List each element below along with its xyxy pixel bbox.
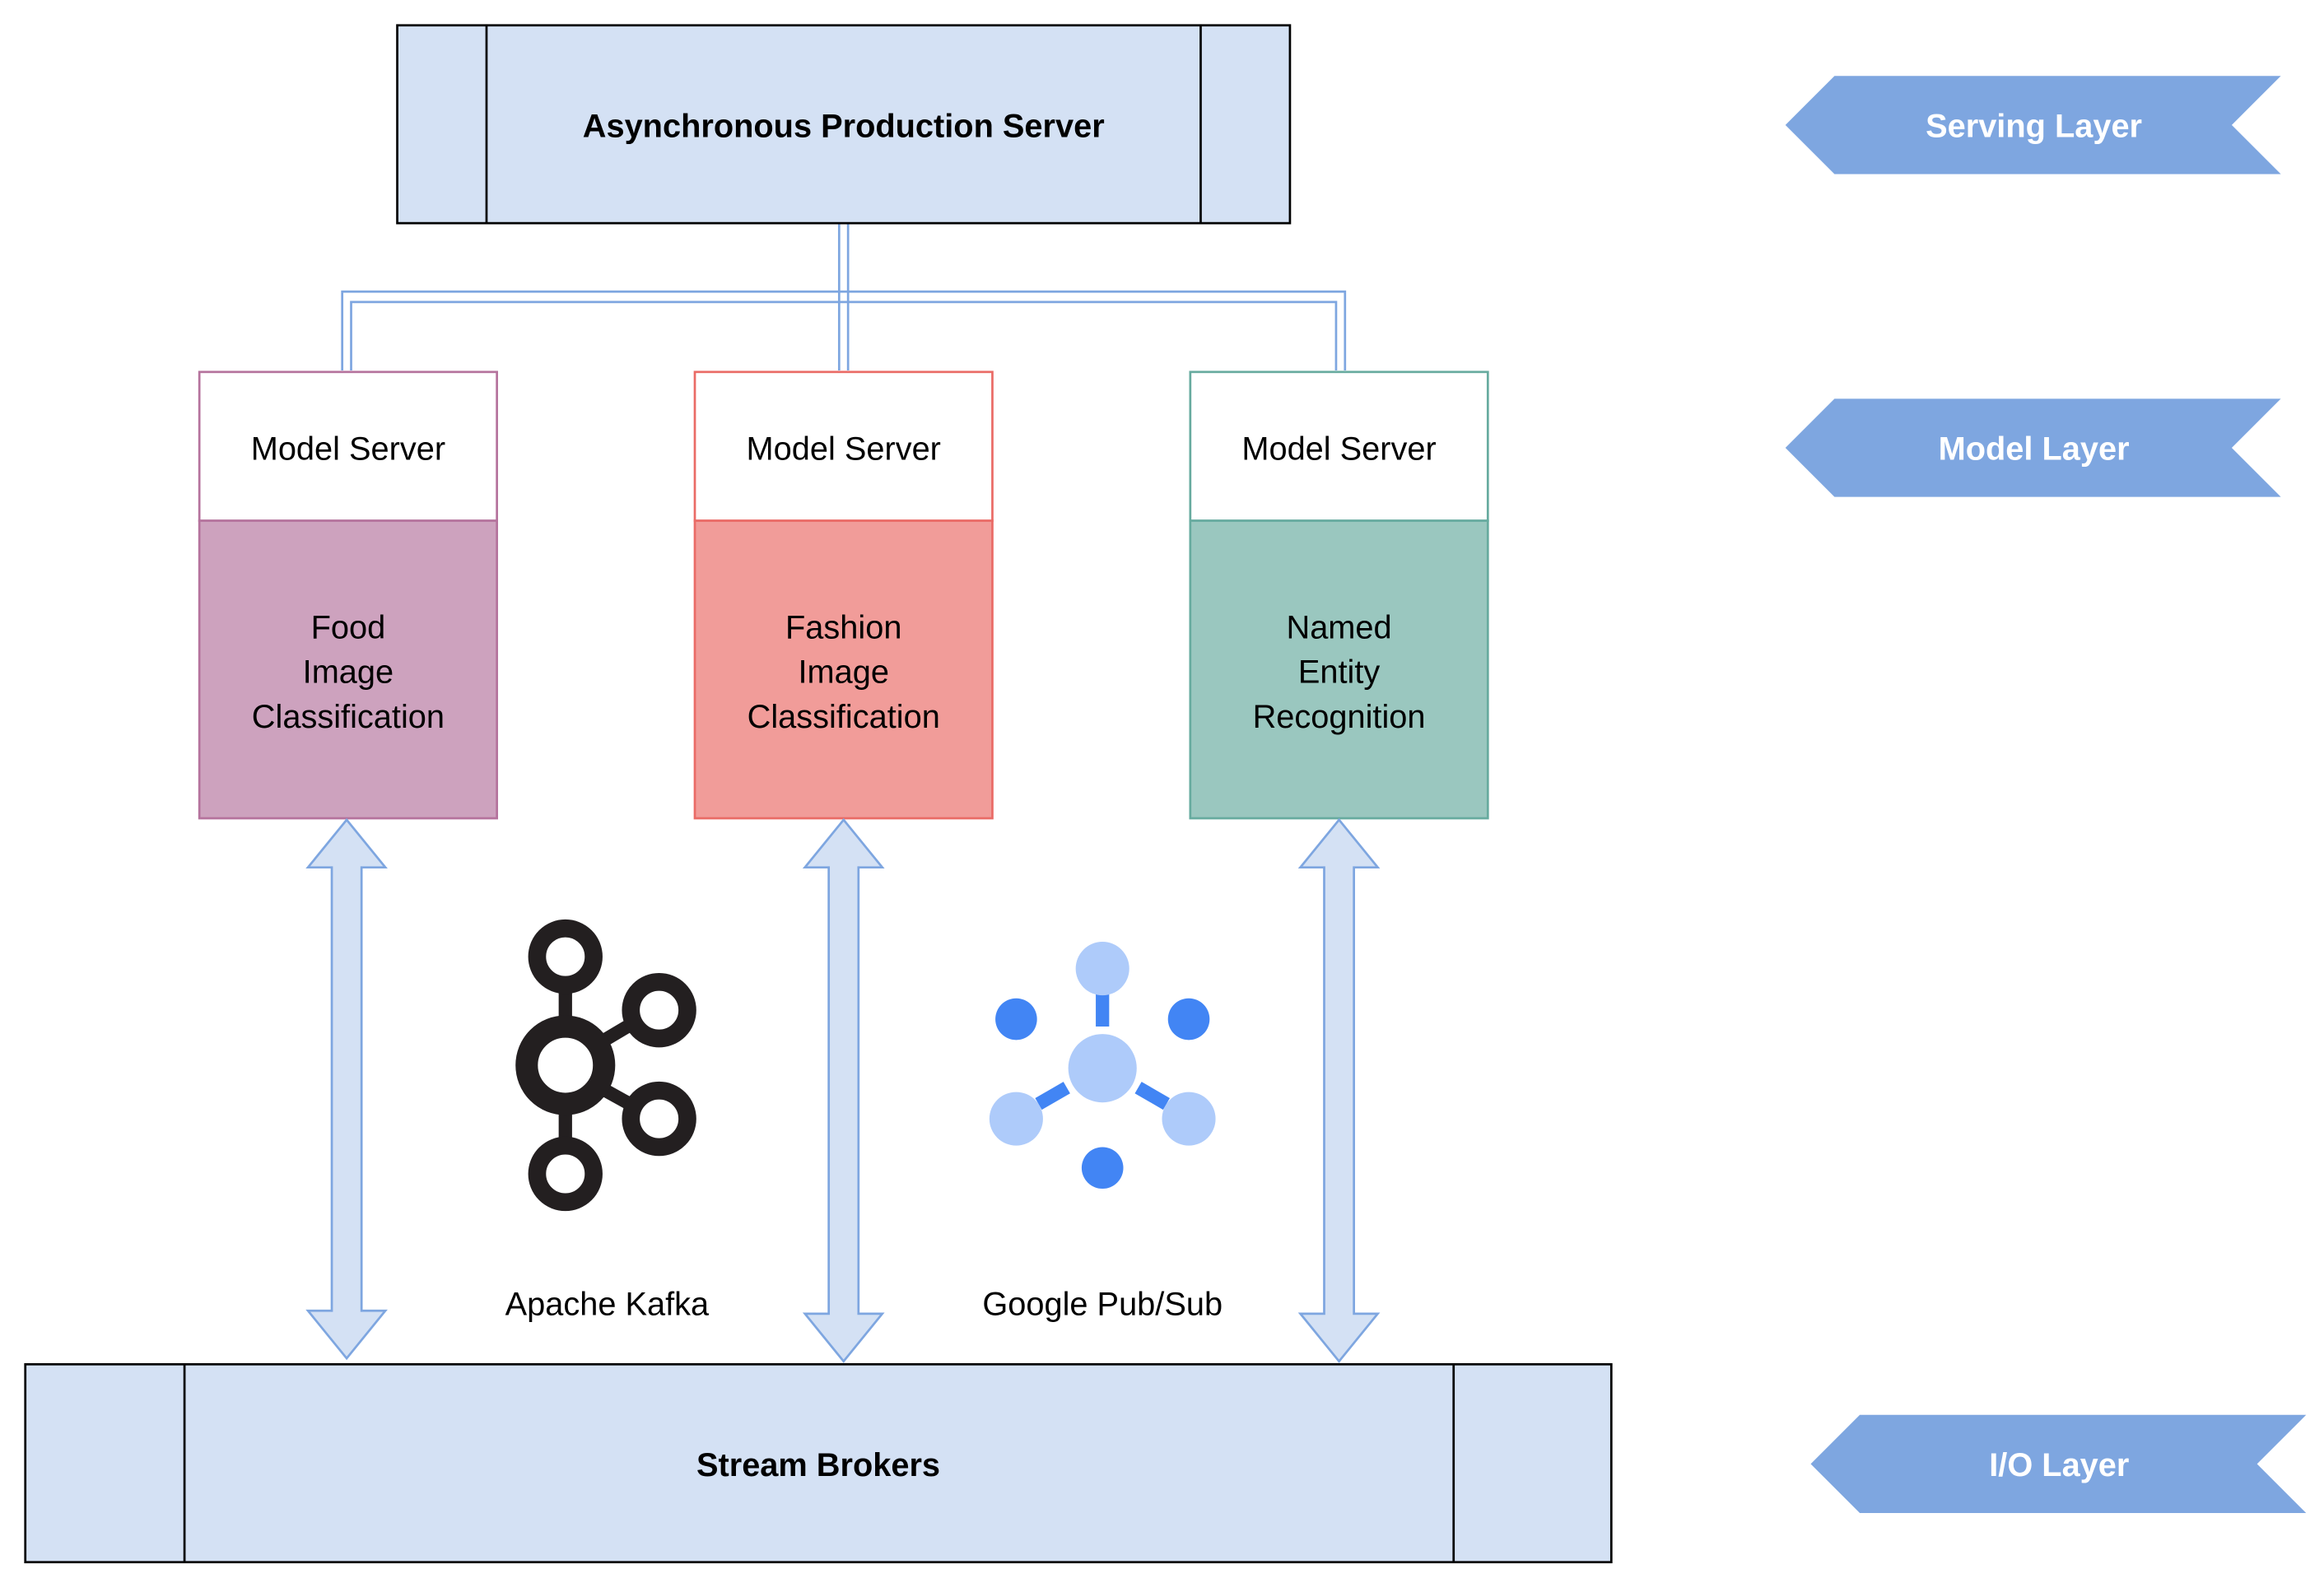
- model-task-line: Image: [303, 654, 394, 691]
- bidirectional-arrow: [802, 817, 885, 1363]
- model-server-fashion: Model Server Fashion Image Classificatio…: [693, 370, 994, 820]
- layer-tag-label: I/O Layer: [1989, 1447, 2129, 1483]
- model-server-header: Model Server: [1241, 431, 1436, 467]
- model-task-line: Entity: [1298, 654, 1381, 691]
- kafka-logo-icon: [515, 919, 696, 1212]
- layer-tag-serving: Serving Layer: [1785, 76, 2281, 175]
- stream-brokers: Stream Brokers: [24, 1362, 1613, 1564]
- model-task-line: Fashion: [785, 609, 901, 645]
- model-task-line: Recognition: [1253, 699, 1426, 735]
- model-task-line: Image: [798, 654, 888, 691]
- layer-tag-label: Model Layer: [1939, 431, 2130, 467]
- layer-tag-model: Model Layer: [1785, 398, 2281, 497]
- model-server-food: Model Server Food Image Classification: [198, 370, 498, 820]
- model-server-header: Model Server: [251, 431, 445, 467]
- production-server-label: Asynchronous Production Server: [583, 108, 1105, 144]
- model-task-line: Classification: [747, 699, 940, 735]
- pubsub-label: Google Pub/Sub: [982, 1287, 1223, 1323]
- server-connector-tree: [341, 223, 1347, 371]
- kafka-label: Apache Kafka: [505, 1287, 710, 1323]
- model-task-line: Food: [311, 609, 386, 645]
- model-server-ner: Model Server Named Entity Recognition: [1189, 370, 1489, 820]
- stream-brokers-label: Stream Brokers: [696, 1447, 940, 1483]
- model-server-header: Model Server: [747, 431, 941, 467]
- bidirectional-arrow: [305, 817, 388, 1361]
- layer-tag-label: Serving Layer: [1926, 108, 2142, 144]
- pubsub-logo-icon: [989, 942, 1216, 1190]
- production-server: Asynchronous Production Server: [396, 24, 1292, 225]
- layer-tag-io: I/O Layer: [1810, 1414, 2307, 1514]
- model-task-line: Classification: [252, 699, 445, 735]
- model-task-line: Named: [1286, 609, 1391, 645]
- bidirectional-arrow: [1297, 817, 1381, 1363]
